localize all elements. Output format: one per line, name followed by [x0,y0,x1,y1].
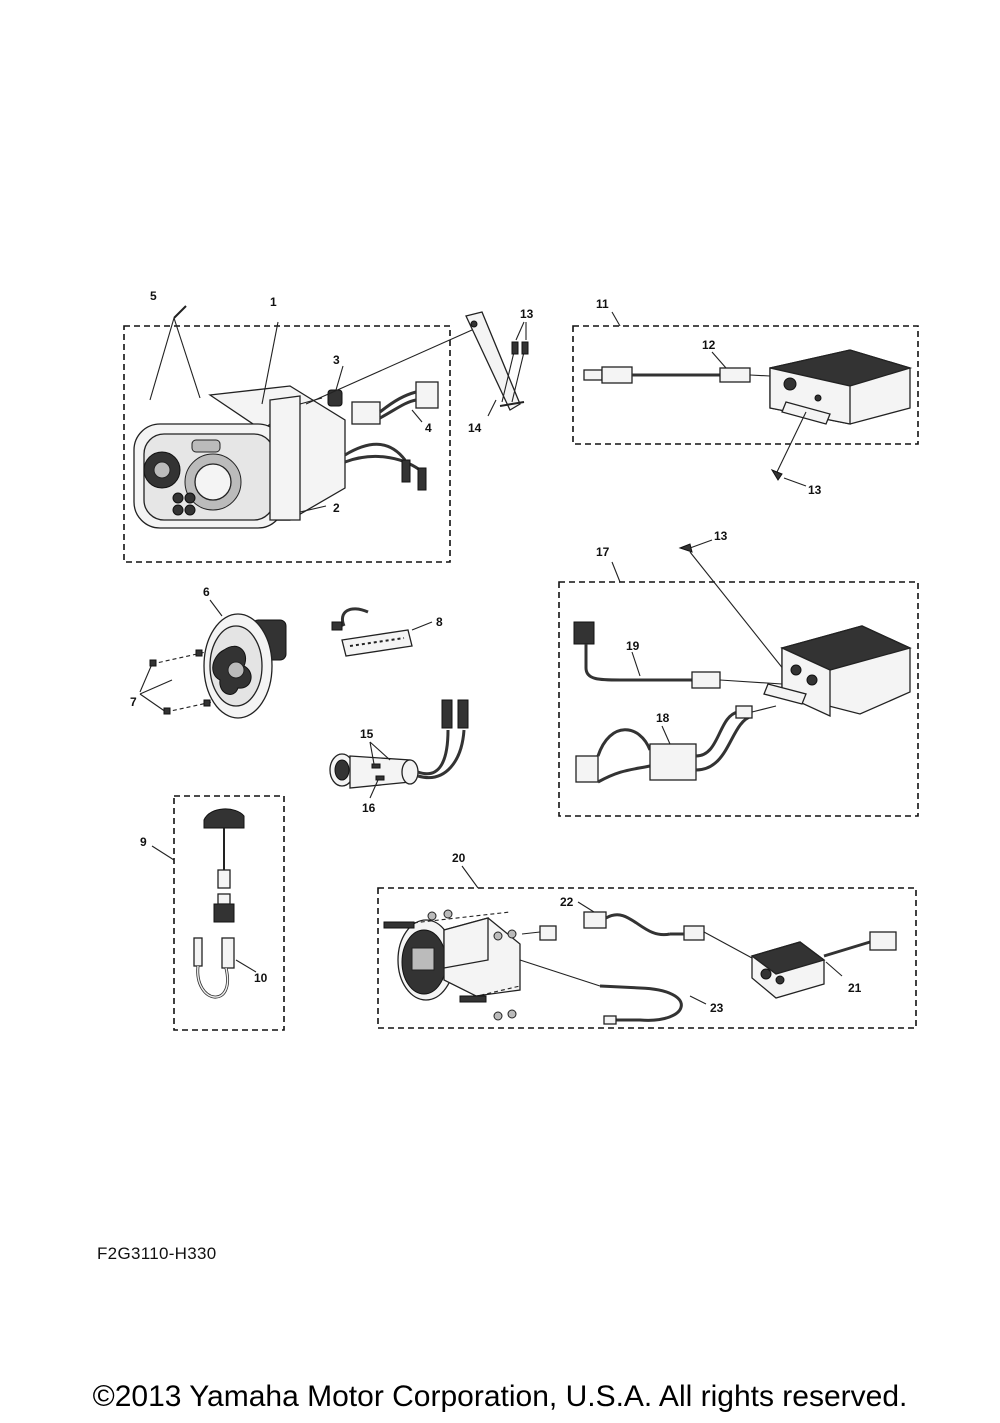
mounting-bracket [305,311,529,411]
cable-21 [823,931,897,958]
y-cable-22 [521,911,753,959]
gauge [329,699,469,789]
copyright-notice: ©2013 Yamaha Motor Corporation, U.S.A. A… [92,1380,908,1413]
control-head [397,917,521,1001]
callout-12: 12 [702,338,716,352]
group-box-module-11 [572,325,919,445]
callout-22: 22 [560,895,574,909]
remote-module [763,625,912,718]
wire-harness-18 [575,705,777,784]
callout-19: 19 [626,639,640,653]
stereo-head-unit [133,385,346,529]
callout-16: 16 [362,801,376,815]
callout-23: 23 [710,1001,724,1015]
cable-12 [583,366,771,384]
callout-21: 21 [848,981,862,995]
group-box-stereo [123,325,451,563]
cable-19 [573,621,783,689]
callout-1: 1 [270,295,277,309]
group-box-antenna [173,795,285,1031]
antenna [203,808,245,923]
callout-5: 5 [150,289,157,303]
speaker [203,613,287,719]
wire-harness-connector [351,381,439,425]
callout-2: 2 [333,501,340,515]
callout-13-module: 13 [808,483,822,497]
callout-3: 3 [333,353,340,367]
callout-10: 10 [254,971,268,985]
callout-13-lower: 13 [714,529,728,543]
junction-box [750,941,826,999]
callout-14: 14 [468,421,482,435]
diagram-part-code: F2G3110-H330 [97,1244,217,1263]
mounting-hardware [383,909,521,1021]
callout-9: 9 [140,835,147,849]
callout-15: 15 [360,727,374,741]
group-box-module-17 [558,581,919,817]
rca-cable [344,442,427,491]
antenna-cable [193,937,235,999]
audio-module [769,349,913,425]
led-strip [331,607,413,657]
callout-20: 20 [452,851,466,865]
callout-18: 18 [656,711,670,725]
callout-11: 11 [596,297,609,311]
callout-8: 8 [436,615,443,629]
callout-7: 7 [130,695,137,709]
cable-23 [519,959,683,1025]
callout-6: 6 [203,585,210,599]
group-box-control-head [377,887,917,1029]
callout-4: 4 [425,421,432,435]
callout-13-top: 13 [520,307,534,321]
callout-17: 17 [596,545,610,559]
speaker-screws [139,649,213,715]
screw [173,305,187,319]
